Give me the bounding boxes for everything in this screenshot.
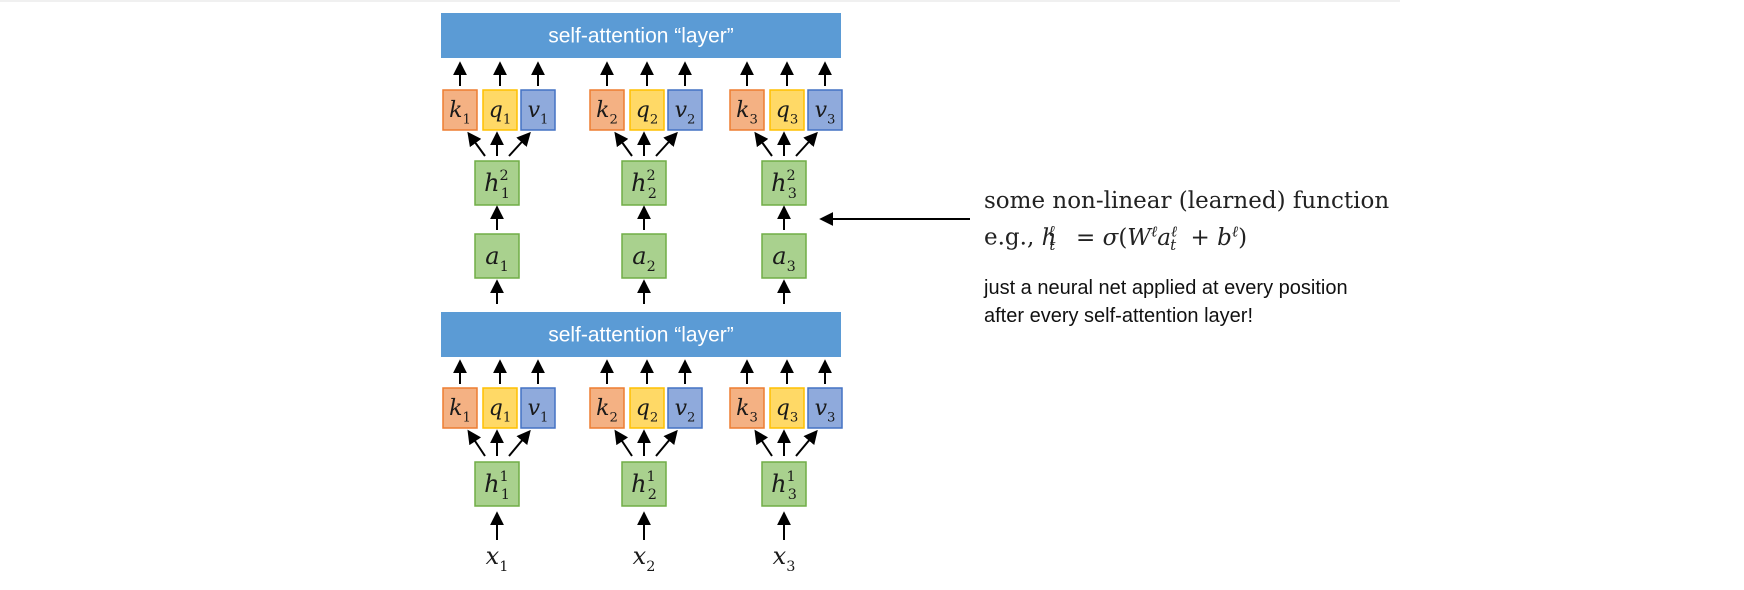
- equation-prefix: e.g.,: [984, 224, 1035, 251]
- token-input-label-3: x3: [773, 542, 796, 575]
- lower-hidden-box-1: [474, 461, 520, 507]
- lower-fan-left-3: [754, 429, 773, 457]
- feedforward-output-box-2: [621, 233, 667, 279]
- token-input-label-1: x1: [486, 542, 509, 575]
- feedforward-output-label-3: a3: [772, 242, 795, 275]
- upper-fan-right-2: [655, 131, 678, 157]
- upper-self-attention-bar: [441, 13, 841, 58]
- lower-value-label-1: v1: [528, 396, 549, 426]
- lower-key-label-3: k3: [736, 396, 758, 426]
- lower-fan-right-2: [655, 429, 678, 457]
- lower-key-box-2: [589, 387, 625, 429]
- lower-fan-right-1: [508, 429, 531, 457]
- lower-query-label-1: q1: [489, 396, 511, 426]
- lower-query-box-3: [769, 387, 805, 429]
- upper-query-box-3: [769, 89, 805, 131]
- lower-hidden-box-3: [761, 461, 807, 507]
- upper-key-box-1: [442, 89, 478, 131]
- upper-key-label-2: k2: [596, 98, 618, 128]
- upper-fan-right-1: [508, 131, 531, 157]
- lower-key-box-1: [442, 387, 478, 429]
- lower-fan-left-1: [467, 429, 486, 457]
- upper-key-label-1: k1: [449, 98, 471, 128]
- upper-fan-left-2: [614, 131, 633, 157]
- lower-self-attention-bar-label: self-attention “layer”: [548, 324, 734, 347]
- lower-query-label-3: q3: [776, 396, 798, 426]
- upper-query-label-1: q1: [489, 98, 511, 128]
- function-title: some non-linear (learned) function: [984, 188, 1390, 214]
- upper-key-box-3: [729, 89, 765, 131]
- lower-hidden-box-2: [621, 461, 667, 507]
- lower-query-label-2: q2: [636, 396, 658, 426]
- lower-value-box-3: [807, 387, 843, 429]
- feedforward-output-box-1: [474, 233, 520, 279]
- upper-hidden-box-2: [621, 160, 667, 206]
- upper-hidden-box-3: [761, 160, 807, 206]
- upper-query-box-1: [482, 89, 518, 131]
- upper-key-label-3: k3: [736, 98, 758, 128]
- lower-key-label-1: k1: [449, 396, 471, 426]
- lower-query-box-2: [629, 387, 665, 429]
- lower-fan-right-3: [795, 429, 818, 457]
- lower-key-label-2: k2: [596, 396, 618, 426]
- feedforward-output-label-1: a1: [485, 242, 508, 275]
- upper-value-label-3: v3: [815, 98, 836, 128]
- upper-value-label-1: v1: [528, 98, 549, 128]
- lower-query-box-1: [482, 387, 518, 429]
- upper-value-label-2: v2: [675, 98, 696, 128]
- upper-self-attention-bar-label: self-attention “layer”: [548, 25, 734, 48]
- upper-value-box-3: [807, 89, 843, 131]
- upper-value-box-1: [520, 89, 556, 131]
- lower-value-label-2: v2: [675, 396, 696, 426]
- lower-self-attention-bar: [441, 312, 841, 357]
- token-input-label-2: x2: [633, 542, 656, 575]
- lower-value-box-1: [520, 387, 556, 429]
- top-rule: [0, 0, 1400, 2]
- upper-fan-left-1: [467, 131, 486, 157]
- feedforward-output-label-2: a2: [632, 242, 655, 275]
- note-line-1: just a neural net applied at every posit…: [984, 277, 1348, 299]
- lower-fan-left-2: [614, 429, 633, 457]
- upper-query-label-3: q3: [776, 98, 798, 128]
- note-line-2: after every self-attention layer!: [984, 305, 1254, 327]
- upper-hidden-box-1: [474, 160, 520, 206]
- upper-query-box-2: [629, 89, 665, 131]
- feedforward-output-box-3: [761, 233, 807, 279]
- upper-value-box-2: [667, 89, 703, 131]
- lower-key-box-3: [729, 387, 765, 429]
- equation-body: htℓ = σ(Wℓaℓt + bℓ): [1041, 222, 1248, 255]
- upper-key-box-2: [589, 89, 625, 131]
- upper-fan-right-3: [795, 131, 818, 157]
- upper-fan-left-3: [754, 131, 773, 157]
- lower-value-box-2: [667, 387, 703, 429]
- lower-value-label-3: v3: [815, 396, 836, 426]
- function-equation: e.g., htℓ = σ(Wℓaℓt + bℓ): [984, 222, 1247, 254]
- upper-query-label-2: q2: [636, 98, 658, 128]
